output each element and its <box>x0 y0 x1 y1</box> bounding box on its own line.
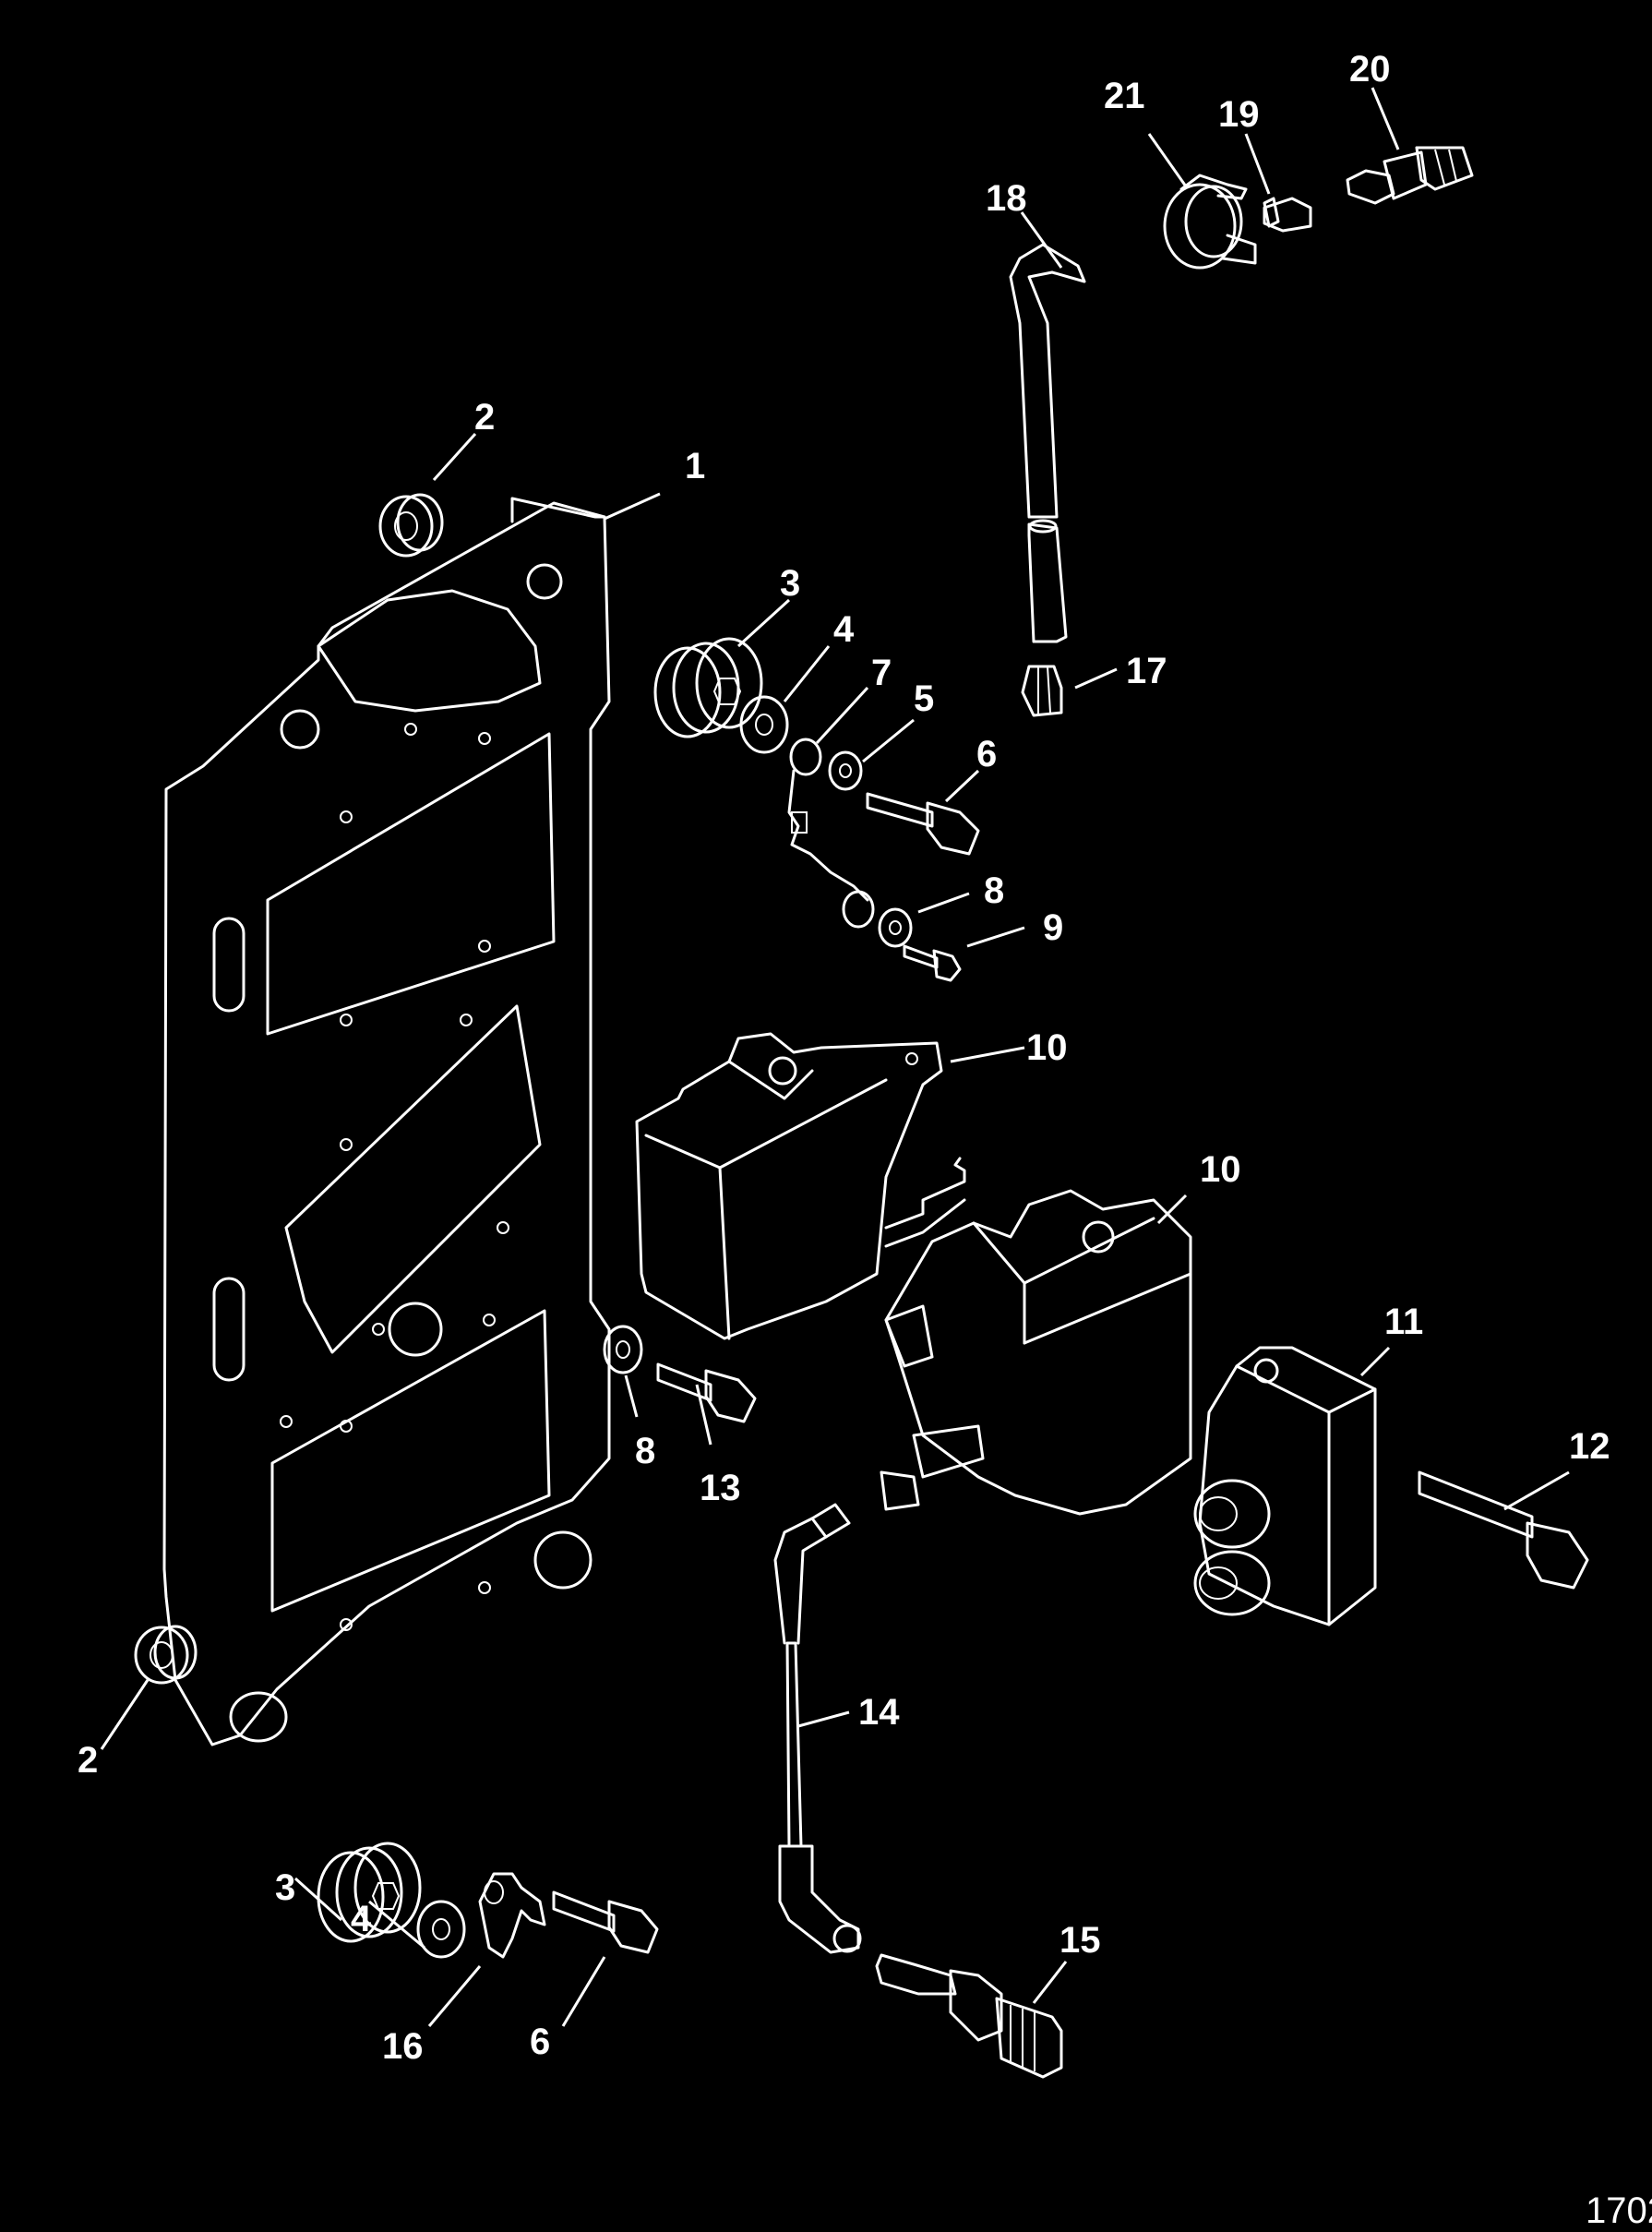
callout-6-lower: 6 <box>530 2022 550 2062</box>
callout-5: 5 <box>914 678 934 719</box>
sender-sensor <box>1346 146 1474 205</box>
callout-2-top: 2 <box>474 397 495 438</box>
callout-20: 20 <box>1349 49 1391 90</box>
leader-lines <box>100 87 1570 2027</box>
bolt-12 <box>1418 1470 1589 1590</box>
callout-7: 7 <box>871 653 892 693</box>
callout-8-upper: 8 <box>984 870 1004 911</box>
callout-13: 13 <box>700 1468 741 1508</box>
grommet-top <box>378 493 444 558</box>
mounting-plate <box>162 497 611 1746</box>
callout-15: 15 <box>1059 1920 1101 1961</box>
callout-19: 19 <box>1218 94 1260 135</box>
ignition-coil-upper <box>635 1032 966 1340</box>
bolt-lower <box>552 1890 659 1954</box>
grommet-bottom <box>134 1625 198 1685</box>
callout-12: 12 <box>1569 1426 1610 1467</box>
ignition-coil-lower <box>880 1189 1192 1516</box>
callout-8-lower: 8 <box>635 1431 655 1471</box>
callout-3-upper: 3 <box>780 563 800 604</box>
callout-2-bottom: 2 <box>78 1740 98 1781</box>
callout-4-lower: 4 <box>351 1899 372 1939</box>
hose <box>1009 243 1086 643</box>
callout-3-lower: 3 <box>275 1867 295 1908</box>
hose-fitting <box>1021 665 1063 717</box>
spark-plug-lead <box>773 1503 862 1954</box>
figure-number: 1702 <box>1586 2190 1652 2231</box>
spark-plug <box>875 1953 1063 2079</box>
hose-clamp <box>1163 174 1257 270</box>
callout-16: 16 <box>382 2026 424 2067</box>
callout-21: 21 <box>1104 76 1145 116</box>
callout-17: 17 <box>1126 651 1167 691</box>
callout-9: 9 <box>1043 907 1063 948</box>
callout-14: 14 <box>858 1692 900 1733</box>
barb-fitting <box>1263 197 1312 233</box>
bolt-upper <box>866 792 980 856</box>
p-clip <box>478 1872 546 1959</box>
washer-small-8-lower <box>603 1325 643 1374</box>
callout-11: 11 <box>1384 1302 1423 1342</box>
rubber-mount-lower <box>317 1842 422 1943</box>
callout-10-upper: 10 <box>1026 1027 1068 1068</box>
callout-labels: 1 2 2 3 3 4 4 5 6 6 7 8 8 9 10 10 11 12 … <box>78 49 1610 2067</box>
bolt-13 <box>656 1362 757 1423</box>
callout-10-lower: 10 <box>1200 1149 1241 1190</box>
washer-upper <box>739 695 789 754</box>
washer-small-8-upper <box>878 907 913 948</box>
rubber-mount-upper <box>653 637 763 738</box>
callout-6-upper: 6 <box>976 734 997 774</box>
callout-18: 18 <box>986 178 1027 219</box>
screw-small <box>903 944 962 982</box>
washer-lower <box>416 1900 466 1959</box>
callout-4-upper: 4 <box>833 609 855 650</box>
callout-1: 1 <box>685 446 705 486</box>
washer-small-5 <box>828 750 863 791</box>
ground-wire <box>787 738 875 929</box>
connector-module <box>1193 1346 1377 1626</box>
